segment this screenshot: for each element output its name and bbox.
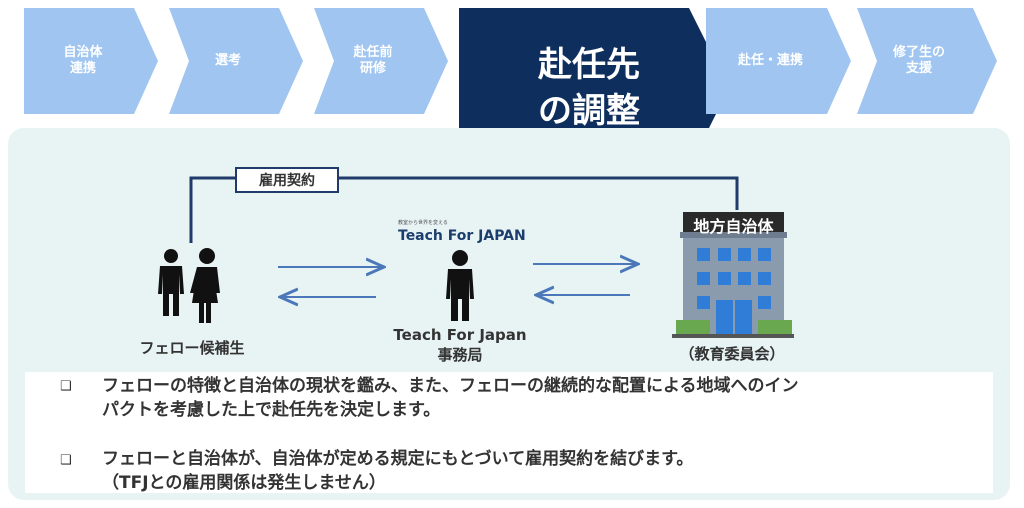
step-municipal-coordination: 自治体 連携 (24, 8, 158, 114)
step-label: 赴任前 研修 (353, 45, 393, 76)
municipality-sign: 地方自治体 (693, 217, 774, 236)
step-pre-training: 赴任前 研修 (314, 8, 448, 114)
step-label: 修了生の 支援 (892, 45, 945, 76)
step-label-active: 赴任先 の調整 (538, 45, 640, 131)
male-person-icon (158, 249, 184, 316)
tfj-logo-tagline: 教室から世界を変える (398, 220, 448, 226)
tfj-logo: Teach For JAPAN (398, 228, 526, 244)
contract-label: 雇用契約 (235, 167, 339, 193)
step-selection: 選考 (169, 8, 303, 114)
staff-person-icon (446, 250, 474, 321)
tfj-office-label: Teach For Japan 事務局 (393, 326, 527, 364)
bullet-text: フェローの特徴と自治体の現状を鑑み、また、フェローの継続的な配置による地域へのイ… (102, 376, 799, 420)
candidate-label: フェロー候補生 (139, 339, 245, 357)
step-label: 選考 (214, 53, 241, 68)
bullet-marker: ❑ (60, 453, 72, 468)
description-box (25, 372, 993, 493)
step-assignment-collaboration: 赴任・連携 (706, 8, 851, 114)
step-alumni-support: 修了生の 支援 (857, 8, 997, 114)
government-building-icon (672, 212, 794, 338)
bullet-marker: ❑ (60, 379, 72, 394)
step-label: 自治体 連携 (63, 45, 103, 76)
female-person-icon (190, 248, 220, 323)
bullet-text: フェローと自治体が、自治体が定める規定にもとづいて雇用契約を結びます。 （TFJ… (102, 449, 694, 493)
contract-line (189, 176, 739, 243)
board-of-education-label: （教育委員会） (679, 345, 785, 363)
step-label: 赴任・連携 (737, 53, 803, 68)
